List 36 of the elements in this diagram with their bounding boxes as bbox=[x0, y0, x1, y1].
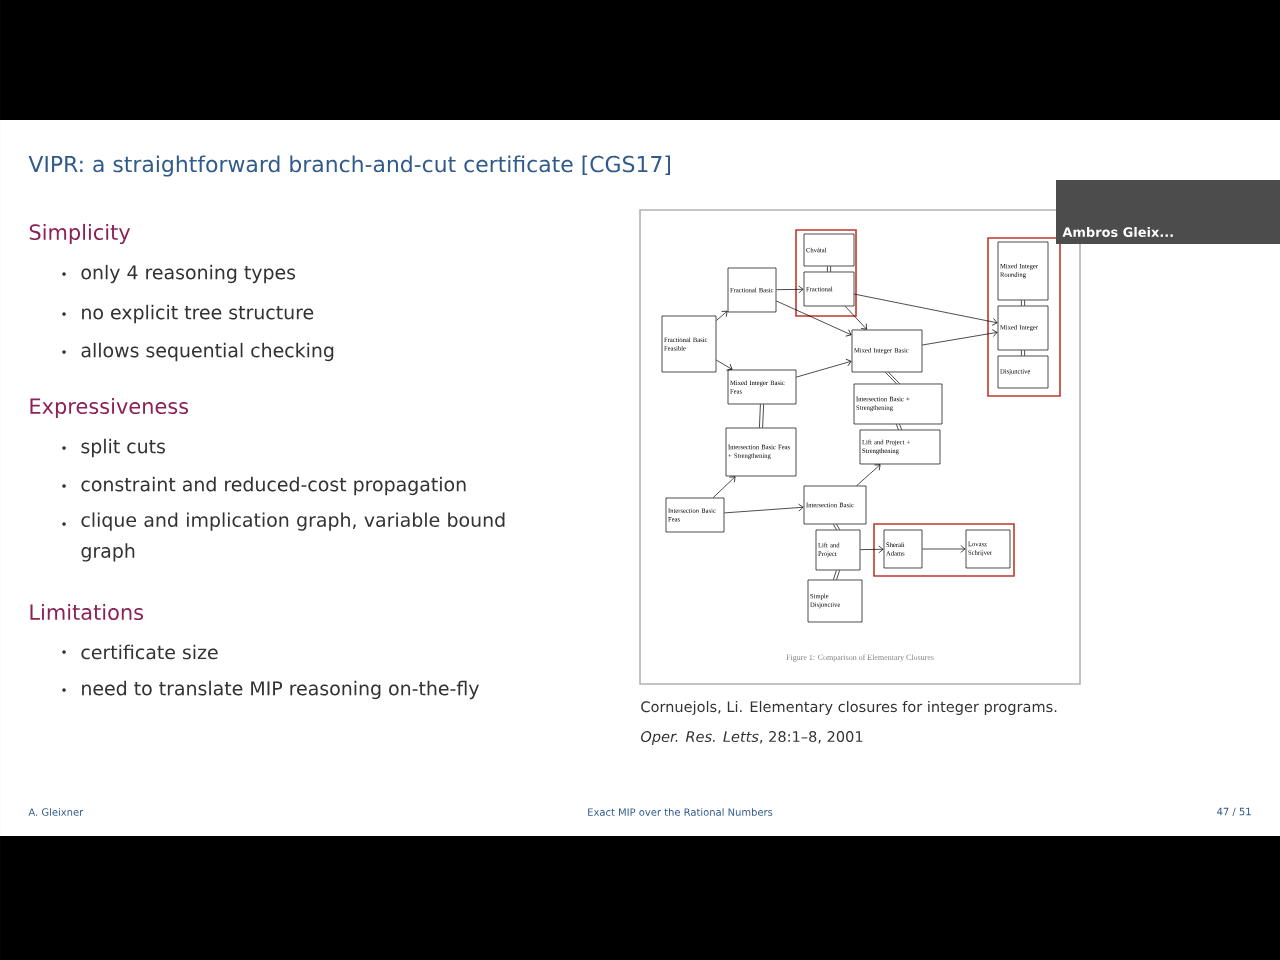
group-frame bbox=[873, 523, 1015, 577]
double-line bbox=[1021, 300, 1025, 306]
arrow bbox=[724, 503, 804, 514]
bullet-text: certificate size bbox=[81, 644, 218, 660]
section-heading: Expressiveness bbox=[30, 397, 189, 419]
bullet-text: need to translate MIP reasoning on-the-fly bbox=[82, 680, 479, 700]
arrow bbox=[776, 300, 852, 337]
double-line bbox=[833, 524, 840, 530]
double-line bbox=[885, 372, 900, 384]
bullet-text: constraint and reduced-cost propagation bbox=[81, 476, 466, 496]
arrow bbox=[712, 476, 736, 498]
bullet-text: only 4 reasoning types bbox=[81, 264, 296, 284]
arrow bbox=[716, 359, 733, 371]
arrow bbox=[922, 545, 966, 553]
bullet-text: split cuts bbox=[81, 438, 165, 458]
arrow bbox=[776, 285, 804, 294]
bullet-text: allows sequential checking bbox=[81, 342, 334, 362]
double-line bbox=[759, 404, 764, 428]
double-line bbox=[1021, 350, 1025, 356]
double-line bbox=[833, 570, 840, 580]
arrow bbox=[796, 358, 852, 378]
arrow bbox=[844, 306, 867, 330]
arrow bbox=[860, 545, 884, 554]
bullet-text: clique and implication graph, variable bound graph bbox=[81, 512, 505, 562]
section-heading: Limitations bbox=[30, 603, 144, 621]
arrow bbox=[854, 293, 998, 326]
double-line bbox=[827, 266, 831, 272]
arrow bbox=[922, 329, 998, 346]
section-heading: Simplicity bbox=[29, 223, 131, 245]
arrow bbox=[856, 464, 881, 486]
group-frame bbox=[795, 229, 857, 317]
arrow bbox=[716, 310, 728, 321]
bullet-text: no explicit tree structure bbox=[82, 304, 314, 324]
group-frame bbox=[987, 237, 1061, 397]
slide-title: VIPR: a straightforward branch-and-cut certificate [CGS17] bbox=[28, 155, 670, 177]
double-line bbox=[896, 424, 902, 430]
